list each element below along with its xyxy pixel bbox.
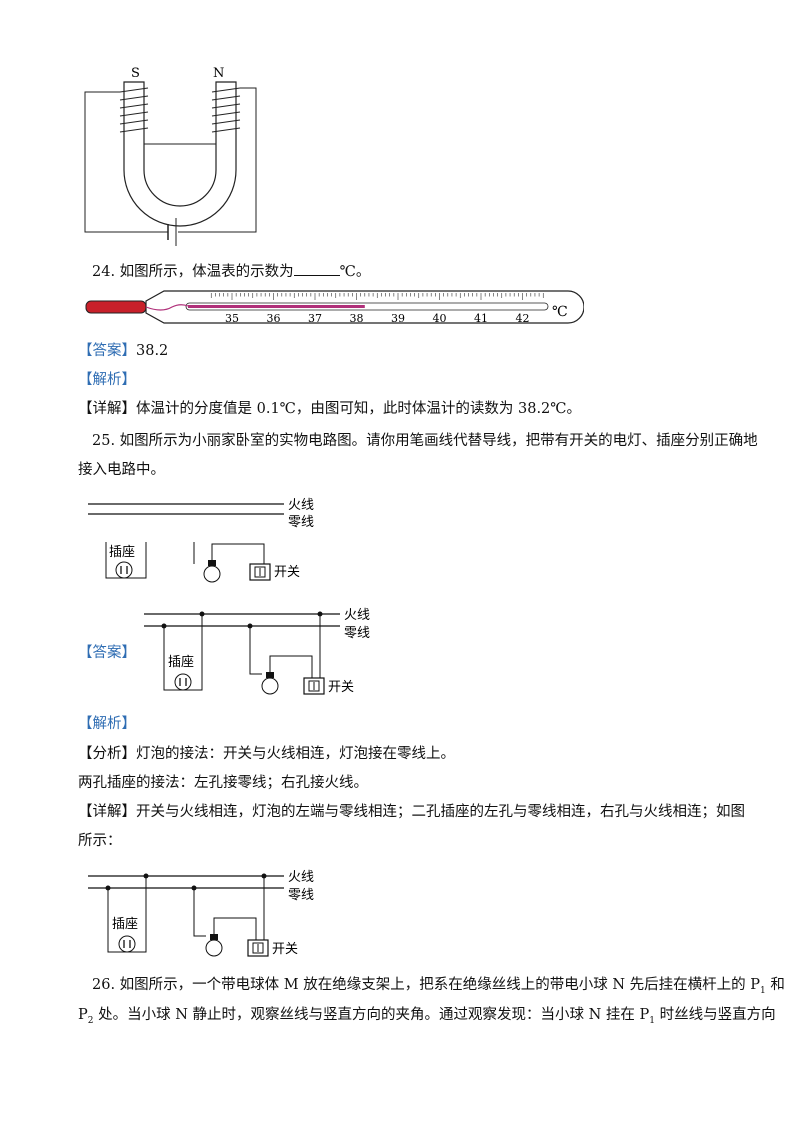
socket-icon [174,673,192,691]
neutral-wire-label: 零线 [344,626,370,641]
live-wire-label: 火线 [288,870,314,885]
thermometer-figure: 35 36 37 38 39 40 41 42 ℃ [85,290,584,325]
q25-detail-line1: 【详解】开关与火线相连，灯泡的左端与零线相连；二孔插座的左孔与零线相连，右孔与火… [78,804,745,820]
live-wire-label: 火线 [288,498,314,513]
q25-socket-rule: 两孔插座的接法：左孔接零线；右孔接火线。 [78,775,368,791]
electromagnet-figure: S N [84,66,257,246]
q26-line2: P2 处。当小球 N 静止时，观察丝线与竖直方向的夹角。通过观察发现：当小球 N… [78,1007,776,1026]
mercury-column [188,305,365,308]
circuit-answer-figure: 火线 零线 插座 开关 [144,608,370,695]
q24-answer: 【答案】38.2 [78,343,169,359]
q25-analysis-tag: 【解析】 [78,716,136,732]
socket-label: 插座 [168,655,194,670]
thermo-neck [145,304,189,311]
q25-answer-tag: 【答案】 [78,645,136,661]
q25-fenxi: 【分析】灯泡的接法：开关与火线相连，灯泡接在零线上。 [78,746,455,762]
lamp-icon [205,939,223,957]
q24-detail: 【详解】体温计的分度值是 0.1℃，由图可知，此时体温计的读数为 38.2℃。 [78,401,582,417]
thermo-tick-label: 35 [225,312,239,325]
thermo-capillary [185,302,549,311]
thermo-tick-label: 39 [391,312,405,325]
circuit-question-figure: 火线 零线 插座 开关 [88,498,314,583]
thermo-tick-label: 40 [433,312,447,325]
thermo-unit: ℃ [552,304,568,320]
q24-question: 24. 如图所示，体温表的示数为℃。 [92,261,370,282]
q24-analysis-tag: 【解析】 [78,372,136,388]
pole-n-label: N [213,66,224,81]
thermo-tick-label: 37 [308,312,322,325]
q26-line1: 26. 如图所示，一个带电球体 M 放在绝缘支架上，把系在绝缘丝线上的带电小球 … [92,977,785,996]
lamp-icon [261,677,279,695]
circuit-detail-figure: 火线 零线 插座 开关 [88,870,314,957]
lamp-icon [203,565,221,583]
thermo-tick-label: 38 [350,312,364,325]
answer-blank [293,261,340,276]
switch-label: 开关 [328,680,354,695]
q25-detail-line2: 所示： [78,833,122,849]
socket-label: 插座 [112,917,138,932]
q25-question-line1: 25. 如图所示为小丽家卧室的实物电路图。请你用笔画线代替导线，把带有开关的电灯… [92,433,758,449]
socket-icon [118,935,136,953]
thermo-tick-label: 36 [267,312,281,325]
thermo-bulb [85,300,147,314]
socket-label: 插座 [109,545,135,560]
thermo-tick-label: 42 [516,312,530,325]
thermo-tick-label: 41 [474,312,488,325]
switch-label: 开关 [272,942,298,957]
switch-label: 开关 [274,565,300,580]
neutral-wire-label: 零线 [288,515,314,530]
neutral-wire-label: 零线 [288,888,314,903]
live-wire-label: 火线 [344,608,370,623]
thermo-scale: 35 36 37 38 39 40 41 42 [210,293,544,325]
pole-s-label: S [131,66,140,81]
socket-icon [115,561,133,579]
q25-question-line2: 接入电路中。 [78,462,165,478]
